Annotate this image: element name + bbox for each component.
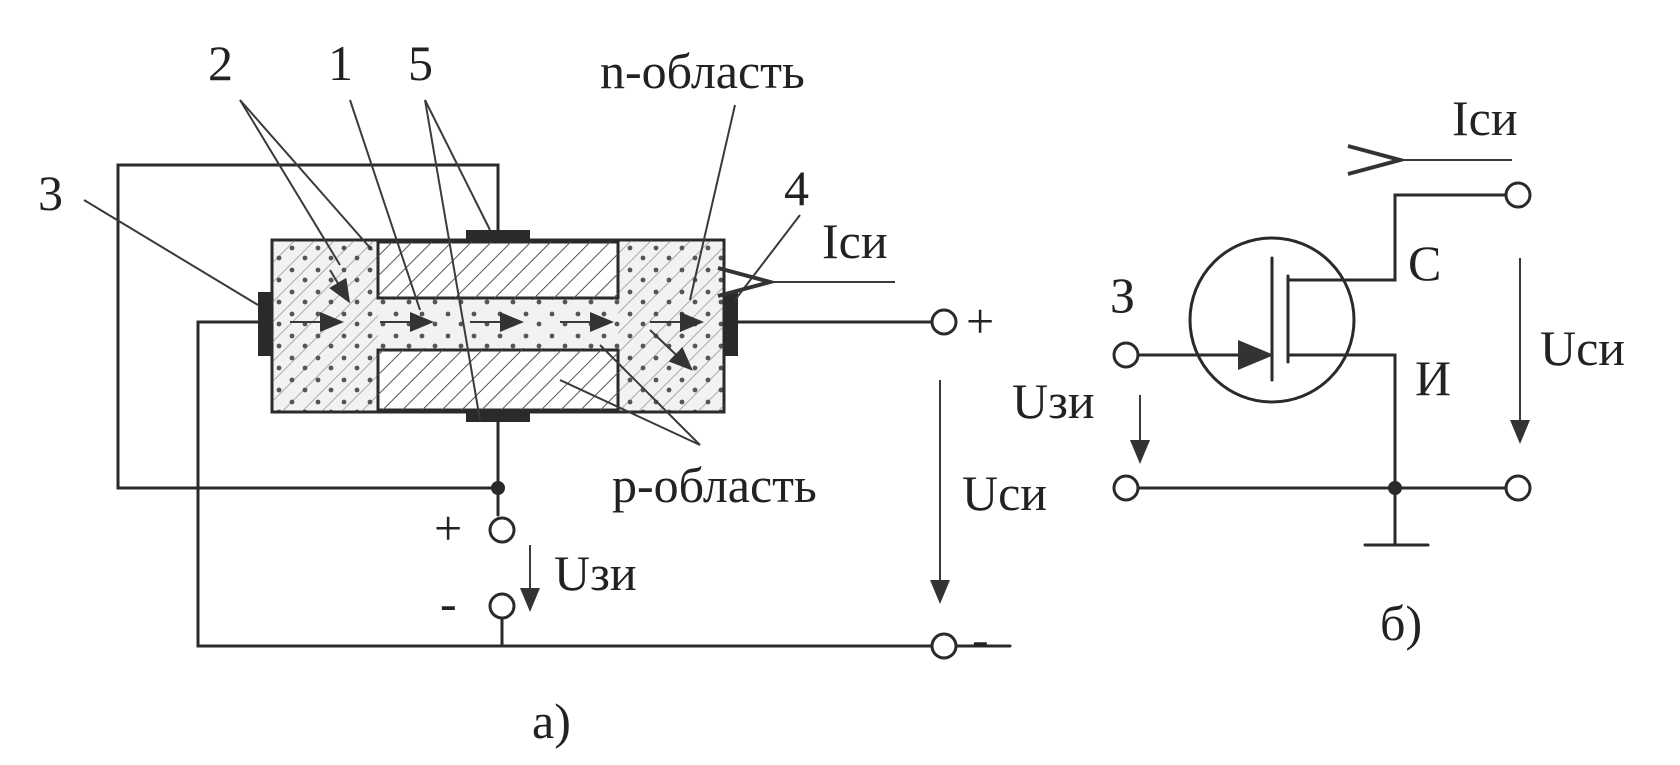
callout-2: 2	[208, 35, 233, 91]
ds-voltage-label-a: Uси	[962, 465, 1047, 521]
source-wire	[1286, 353, 1397, 490]
callout-4: 4	[784, 160, 809, 216]
ds-voltage-label-b: Uси	[1540, 320, 1625, 376]
gate-terminal-b[interactable]	[1112, 341, 1140, 369]
semiconductor-body	[270, 238, 726, 414]
p-region-label: p-область	[612, 457, 817, 513]
source-electrode	[258, 292, 272, 356]
drain-current-label-b: Iси	[1452, 90, 1518, 146]
gate-electrode-bottom	[466, 410, 530, 422]
drain-wire	[1286, 193, 1507, 282]
minus-sign-gate: -	[440, 575, 457, 631]
minus-sign-source: -	[972, 611, 989, 667]
drain-label-b: С	[1408, 235, 1441, 291]
caption-b: б)	[1380, 595, 1422, 651]
gate-voltage-label-b: Uзи	[1012, 373, 1095, 429]
gate-label-b: З	[1110, 267, 1135, 323]
caption-a: а)	[532, 693, 571, 749]
source-terminal-left-b[interactable]	[1112, 474, 1140, 502]
source-minus-terminal[interactable]	[930, 632, 958, 660]
n-channel	[378, 300, 618, 348]
drain-current-label-a: Iси	[822, 213, 888, 269]
source-terminal-right-b[interactable]	[1504, 474, 1532, 502]
diagram-a: 2 1 5 3 4 n-область p-область Iси + + - …	[38, 35, 1047, 749]
plus-sign-gate: +	[434, 500, 462, 556]
diagram-b: Iси З С И Uзи Uси б)	[1012, 90, 1625, 651]
callout-5: 5	[408, 35, 433, 91]
gate-minus-terminal[interactable]	[488, 592, 516, 620]
channel-flow-arrows	[290, 269, 704, 371]
drain-electrode	[724, 292, 738, 356]
transistor-symbol-circle	[1188, 236, 1356, 404]
drain-terminal-b[interactable]	[1504, 181, 1532, 209]
junction-dot-b	[1388, 481, 1402, 495]
gate-plus-terminal[interactable]	[488, 516, 516, 544]
n-region-label: n-область	[600, 43, 805, 99]
gate-voltage-label-a: Uзи	[554, 545, 637, 601]
callout-1: 1	[328, 35, 353, 91]
source-label-b: И	[1415, 350, 1451, 406]
drain-plus-terminal[interactable]	[930, 308, 958, 336]
junction-dot	[491, 481, 505, 495]
callout-3: 3	[38, 165, 63, 221]
plus-sign-drain: +	[966, 293, 994, 349]
gate-electrode-top	[466, 230, 530, 242]
